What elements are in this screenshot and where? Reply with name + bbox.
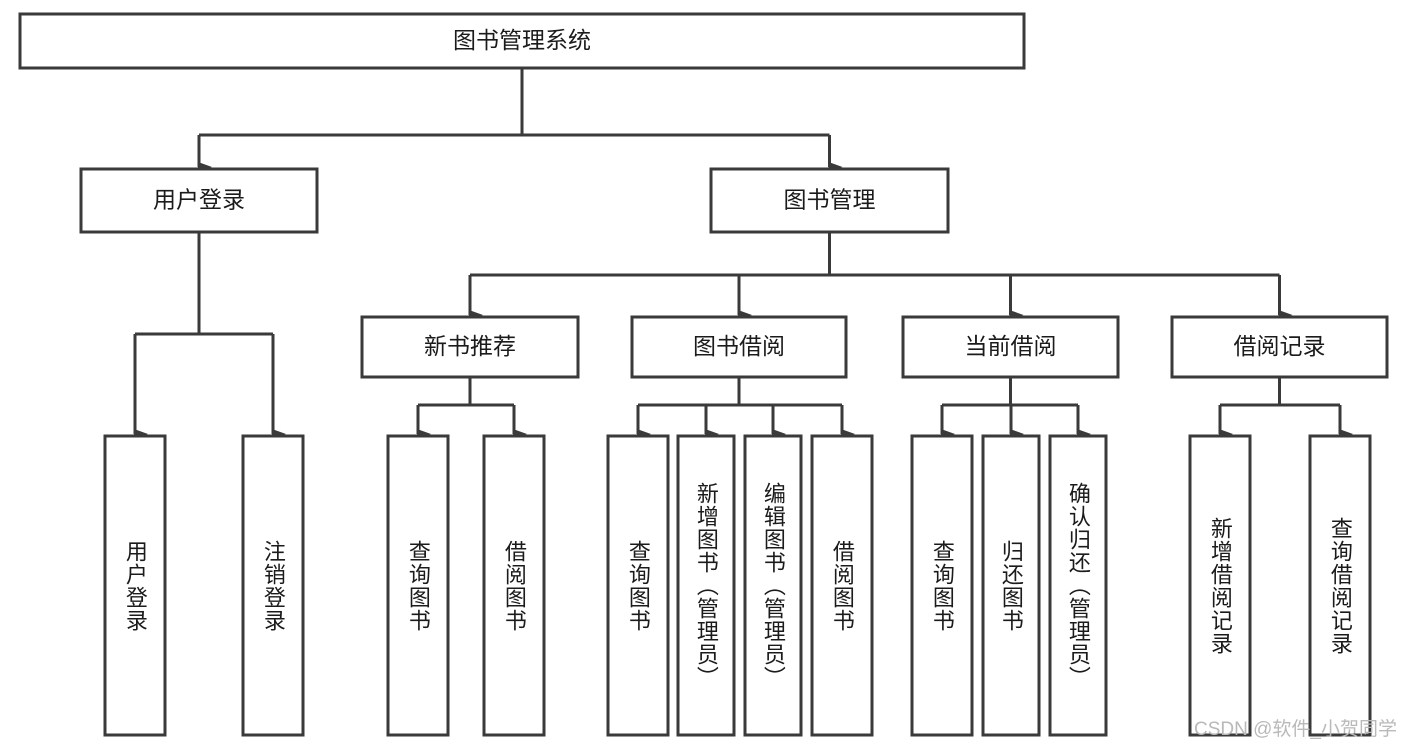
leaf-node-box-6[interactable] xyxy=(743,434,803,737)
level3-node-label-0: 新书推荐 xyxy=(424,333,516,359)
leaf-node-box-4[interactable] xyxy=(606,434,670,737)
level3-node-box-2[interactable] xyxy=(901,315,1120,379)
level3-node-box-1[interactable] xyxy=(630,315,848,379)
leaf-node-box-8[interactable] xyxy=(910,434,974,737)
leaf-node-box-10[interactable] xyxy=(1048,434,1108,737)
leaf-node-box-11[interactable] xyxy=(1188,434,1252,737)
leaf-node-box-5[interactable] xyxy=(676,434,736,737)
level3-node-box-0[interactable] xyxy=(360,315,580,379)
leaf-node-box-3[interactable] xyxy=(482,434,546,737)
leaf-node-box-0[interactable] xyxy=(103,434,167,737)
level3-node-label-3: 借阅记录 xyxy=(1234,333,1326,359)
leaf-node-box-12[interactable] xyxy=(1308,434,1372,737)
level2-node-label-1: 图书管理 xyxy=(784,187,876,213)
leaf-node-box-7[interactable] xyxy=(810,434,874,737)
node-box-layer xyxy=(18,12,1389,737)
level3-node-label-2: 当前借阅 xyxy=(965,333,1057,359)
connector-layer xyxy=(133,68,1353,439)
level2-node-label-0: 用户登录 xyxy=(153,187,245,213)
level3-node-box-3[interactable] xyxy=(1170,315,1389,379)
leaf-node-box-9[interactable] xyxy=(981,434,1041,737)
root-node-box[interactable] xyxy=(18,12,1026,70)
leaf-node-box-2[interactable] xyxy=(386,434,450,737)
level2-node-box-1[interactable] xyxy=(709,167,950,234)
csdn-watermark: CSDN @软件_小贺同学 xyxy=(1194,719,1397,740)
leaf-node-box-1[interactable] xyxy=(241,434,305,737)
root-node-label: 图书管理系统 xyxy=(453,27,591,53)
level2-node-box-0[interactable] xyxy=(79,167,319,234)
level3-node-label-1: 图书借阅 xyxy=(693,333,785,359)
